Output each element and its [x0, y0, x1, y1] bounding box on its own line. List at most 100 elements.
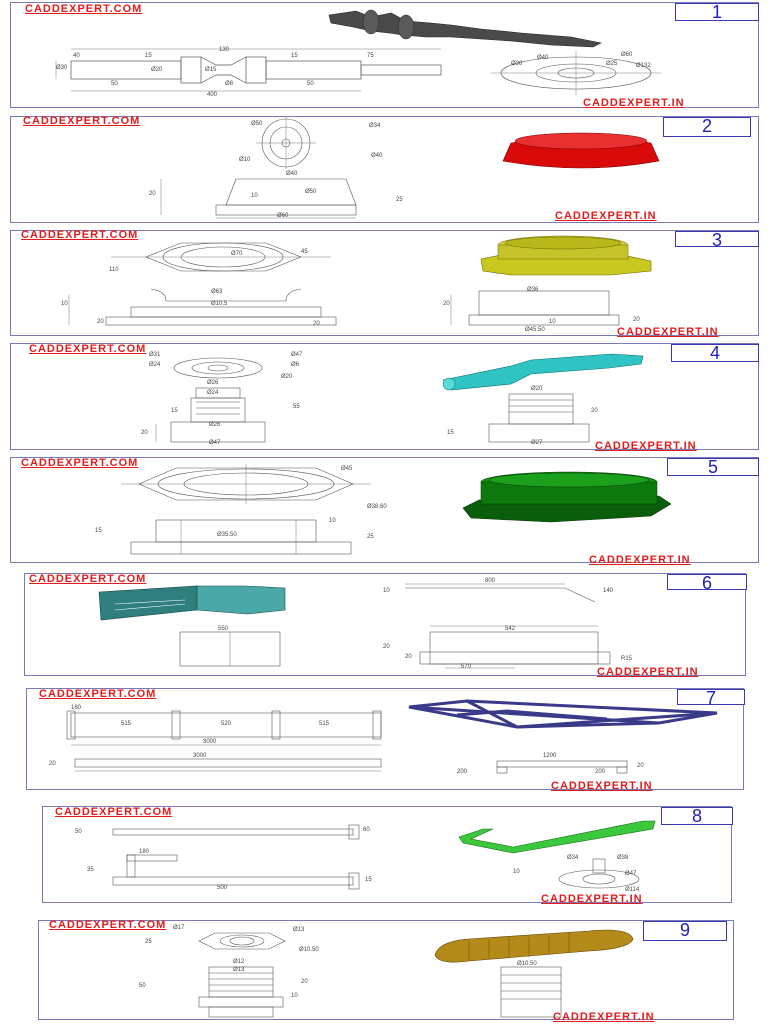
dim-label: Ø20 — [281, 374, 293, 380]
dim-label: Ø70 — [231, 251, 243, 257]
drawing-panel-8: CADDEXPERT.COM 8 50 60 Ø34 Ø38 180 Ø47 3… — [42, 806, 733, 905]
panel-number: 4 — [671, 344, 759, 362]
panel-footer[interactable]: CADDEXPERT.IN — [617, 326, 719, 338]
panel-number: 3 — [675, 231, 759, 249]
frame-side-view — [496, 760, 628, 774]
hexnut-3d-model — [462, 471, 672, 523]
panel-number: 8 — [661, 807, 733, 825]
fitting-3d-model — [442, 353, 644, 391]
dim-label: 200 — [457, 769, 468, 775]
panel-header[interactable]: CADDEXPERT.COM — [49, 919, 167, 931]
dim-label: 40 — [73, 53, 80, 59]
dim-label: Ø38.60 — [367, 504, 387, 510]
hook-end-view — [558, 858, 640, 889]
dim-label: Ø60 — [277, 213, 289, 219]
dim-label: 10 — [513, 869, 520, 875]
panel-footer[interactable]: CADDEXPERT.IN — [597, 666, 699, 678]
dim-label: Ø40 — [286, 171, 298, 177]
dim-label: Ø20 — [531, 386, 543, 392]
dim-label: Ø40 — [537, 55, 549, 61]
dim-label: Ø63 — [211, 289, 223, 295]
technical-drawing — [66, 699, 718, 774]
dim-label: 20 — [443, 301, 450, 307]
dim-label: Ø132 — [636, 63, 651, 69]
dim-label: Ø50 — [305, 189, 317, 195]
dim-label: Ø24 — [149, 362, 161, 368]
panel-header[interactable]: CADDEXPERT.COM — [23, 115, 141, 127]
drawing-panel-3: CADDEXPERT.COM 3 110 45 Ø70 Ø63 Ø10.5 — [10, 229, 759, 338]
hook-elevation — [112, 854, 360, 890]
dim-label: Ø25 — [606, 61, 618, 67]
panel-header[interactable]: CADDEXPERT.COM — [25, 3, 143, 15]
dim-label: 20 — [383, 644, 390, 650]
technical-drawing — [55, 9, 661, 95]
drawing-panel-2: CADDEXPERT.COM 2 Ø50 Ø34 Ø10 Ø40 Ø40 20 … — [10, 115, 759, 223]
panel-footer[interactable]: CADDEXPERT.IN — [595, 440, 697, 452]
panel-header[interactable]: CADDEXPERT.COM — [39, 688, 157, 700]
dim-label: Ø8 — [225, 81, 234, 87]
panel-header[interactable]: CADDEXPERT.COM — [29, 343, 147, 355]
dim-label: 75 — [367, 53, 374, 59]
dim-label: 15 — [145, 53, 152, 59]
nut-section — [450, 290, 620, 326]
dim-label: Ø20 — [151, 67, 163, 73]
dim-label: Ø13 — [233, 967, 245, 973]
technical-drawing — [160, 117, 660, 219]
dim-label: Ø26 — [207, 380, 219, 386]
panel-header[interactable]: CADDEXPERT.COM — [21, 457, 139, 469]
dim-label: 550 — [218, 626, 229, 632]
dim-label: Ø50 — [251, 121, 263, 127]
dim-label: Ø36 — [527, 287, 539, 293]
dim-label: 15 — [95, 528, 102, 534]
panel-footer[interactable]: CADDEXPERT.IN — [541, 893, 643, 905]
dim-label: 200 — [595, 769, 606, 775]
dim-label: 1200 — [543, 753, 557, 759]
technical-drawing — [112, 820, 656, 890]
technical-drawing — [68, 235, 652, 326]
dim-label: 20 — [405, 654, 412, 660]
panel-footer[interactable]: CADDEXPERT.IN — [589, 554, 691, 566]
panel-number: 7 — [677, 689, 745, 707]
dim-label: Ø31 — [149, 352, 161, 358]
dim-label: 10 — [549, 319, 556, 325]
panel-number: 9 — [643, 921, 727, 941]
dim-label: Ø114 — [625, 887, 640, 893]
shaft-end-view — [491, 51, 661, 95]
frame-elevation — [74, 758, 382, 772]
panel-footer[interactable]: CADDEXPERT.IN — [551, 780, 653, 792]
bracket-side-view — [419, 625, 611, 669]
dim-label: 10 — [251, 193, 258, 199]
cap-plan-view — [256, 117, 316, 169]
dim-label: 130 — [219, 47, 230, 53]
dim-label: Ø10.50 — [517, 961, 537, 967]
dim-label: 20 — [591, 408, 598, 414]
technical-drawing — [198, 929, 634, 1018]
dim-label: 570 — [461, 664, 472, 670]
drawing-panel-9: CADDEXPERT.COM 9 Ø17 Ø13 25 Ø10.50 Ø12 Ø… — [38, 919, 734, 1023]
dim-label: 10 — [291, 993, 298, 999]
dim-label: 180 — [139, 849, 150, 855]
dim-label: 15 — [171, 408, 178, 414]
bracket-top-view — [405, 583, 596, 603]
dim-label: 515 — [319, 721, 330, 727]
hexnut-elevation — [130, 519, 352, 555]
panel-header[interactable]: CADDEXPERT.COM — [29, 573, 147, 585]
dim-label: 110 — [109, 267, 119, 273]
drawing-panel-4: CADDEXPERT.COM 4 Ø31 Ø47 Ø24 Ø6 Ø20 Ø26 … — [10, 343, 759, 452]
drawing-panel-6: CADDEXPERT.COM 6 800 140 550 542 10 20 2… — [24, 573, 747, 678]
dim-label: 45 — [301, 249, 308, 255]
panel-footer[interactable]: CADDEXPERT.IN — [555, 210, 657, 222]
panel-footer[interactable]: CADDEXPERT.IN — [583, 97, 685, 109]
dim-label: 20 — [301, 979, 308, 985]
dim-label: 15 — [365, 877, 372, 883]
dim-label: Ø10 — [239, 157, 251, 163]
dim-label: 15 — [291, 53, 298, 59]
panel-header[interactable]: CADDEXPERT.COM — [21, 229, 139, 241]
panel-footer[interactable]: CADDEXPERT.IN — [553, 1011, 655, 1023]
dim-label: Ø24 — [207, 390, 219, 396]
drawing-panel-5: CADDEXPERT.COM 5 Ø45 Ø38.60 Ø35.50 15 10… — [10, 457, 759, 566]
dim-label: 55 — [293, 404, 300, 410]
nut-plan-view — [111, 242, 331, 272]
panel-header[interactable]: CADDEXPERT.COM — [55, 806, 173, 818]
dim-label: Ø47 — [625, 871, 637, 877]
